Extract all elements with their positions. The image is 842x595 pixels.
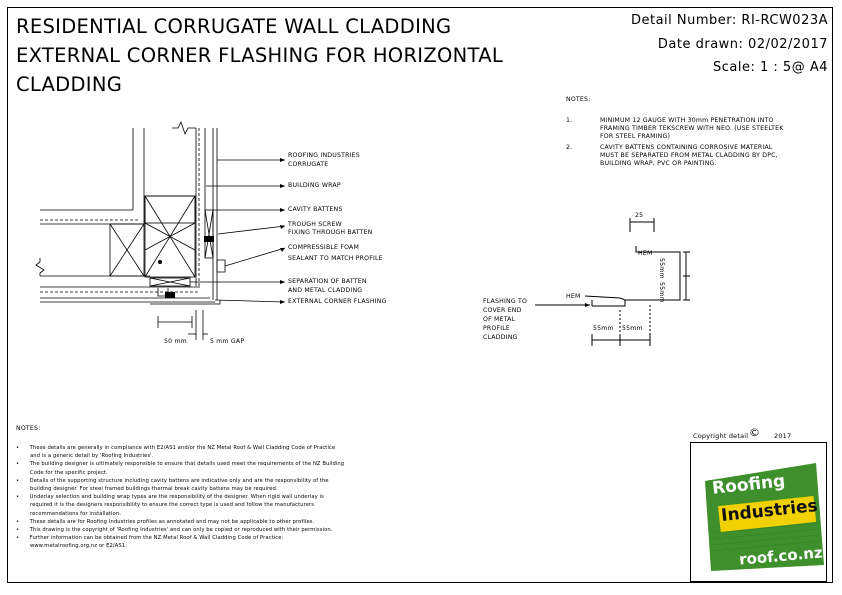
- dim-55-vertical-1: 55mm: [658, 258, 665, 279]
- note-bullet-3a: • Details of the supporting structure in…: [16, 477, 329, 484]
- note-bullet-4a: • Underlay selection and building wrap t…: [16, 494, 324, 501]
- notes-bottom-heading: NOTES:: [16, 425, 41, 432]
- scale: Scale: 1 : 5@ A4: [713, 60, 828, 75]
- callout-metal-cladding: AND METAL CLADDING: [288, 287, 363, 294]
- roofing-industries-logo: [705, 463, 824, 571]
- note-1-number: 1.: [566, 117, 573, 124]
- note-bullet-7a: • Further information can be obtained fr…: [16, 535, 284, 542]
- flashing-note-3: OF METAL: [483, 316, 516, 323]
- note-2-line-1: CAVITY BATTENS CONTAINING CORROSIVE MATE…: [600, 144, 773, 151]
- note-bullet-2b: Code for the specific project.: [30, 469, 108, 476]
- flashing-note-1: FLASHING TO: [483, 298, 528, 305]
- logo-box: Roofing Industries roof.co.nz: [690, 442, 827, 582]
- detail-number: Detail Number: RI-RCW023A: [630, 13, 828, 28]
- callout-external-corner-flashing: EXTERNAL CORNER FLASHING: [288, 298, 387, 305]
- title-line-1: RESIDENTIAL CORRUGATE WALL CLADDING: [16, 15, 452, 38]
- note-bullet-6: • This drawing is the copyright of 'Roof…: [16, 527, 333, 534]
- note-1-line-1: MINIMUM 12 GAUGE WITH 30mm PENETRATION I…: [600, 117, 774, 124]
- dim-25: 25: [635, 212, 644, 219]
- note-1-line-2: FRAMING TIMBER TEKSCREW WITH NEO. (USE S…: [600, 125, 784, 132]
- drawing-frame: [7, 7, 833, 583]
- callout-cavity-battens: CAVITY BATTENS: [288, 206, 343, 213]
- callout-trough-screw: TROUGH SCREW: [288, 221, 342, 228]
- dim-55-horizontal-2: 55mm: [622, 325, 643, 332]
- dim-55-vertical-2: 55mm: [658, 282, 665, 303]
- note-bullet-5: • These details are for Roofing Industri…: [16, 518, 315, 525]
- copyright-text: Copyright detail: [693, 432, 749, 440]
- dim-55-horizontal-1: 55mm: [593, 325, 614, 332]
- title-line-2: EXTERNAL CORNER FLASHING FOR HORIZONTAL: [16, 44, 504, 67]
- note-2-line-2: MUST BE SEPARATED FROM METAL CLADDING BY…: [600, 152, 778, 159]
- copyright-symbol: ©: [749, 426, 761, 439]
- copyright-year: 2017: [774, 432, 792, 440]
- flashing-note-4: PROFILE: [483, 325, 511, 332]
- note-bullet-1a: • These details are generally in complia…: [16, 445, 336, 451]
- note-bullet-4c: recommendations for installation.: [30, 510, 121, 517]
- dim-gap: 5 mm GAP: [210, 338, 245, 345]
- callout-corrugate: CORRUGATE: [288, 161, 329, 168]
- note-bullet-3b: building designer. For steel framed buil…: [30, 486, 278, 493]
- callout-fixing-through-batten: FIXING THROUGH BATTEN: [288, 229, 373, 236]
- note-1-line-3: FOR STEEL FRAMING): [600, 133, 671, 140]
- label-hem-bottom: HEM: [566, 293, 581, 300]
- note-2-number: 2.: [566, 144, 573, 151]
- callout-roofing-industries: ROOFING INDUSTRIES: [288, 152, 360, 159]
- callout-separation: SEPARATION OF BATTEN: [288, 278, 367, 285]
- note-2-line-3: BUILDING WRAP, PVC OR PAINTING.: [600, 160, 717, 167]
- notes-bottom-list: • These details are generally in complia…: [16, 444, 344, 551]
- dim-50mm: 50 mm: [164, 338, 187, 345]
- label-hem-top: HEM: [638, 250, 653, 257]
- callout-building-wrap: BUILDING WRAP: [288, 182, 341, 189]
- callout-sealant: SEALANT TO MATCH PROFILE: [288, 255, 383, 262]
- callout-compressible-foam: COMPRESSIBLE FOAM: [288, 244, 360, 251]
- note-bullet-4b: required it is the designers responsibil…: [30, 502, 315, 509]
- flashing-note-2: COVER END: [483, 307, 522, 314]
- notes-top-heading: NOTES:: [566, 96, 591, 103]
- note-bullet-1b: and is a generic detail by 'Roofing Indu…: [30, 453, 154, 460]
- date-drawn: Date drawn: 02/02/2017: [657, 37, 828, 52]
- note-bullet-7b: www.metalroofing.org.nz or E2/AS1.: [30, 543, 127, 550]
- flashing-note-5: CLADDING: [483, 334, 518, 341]
- title-line-3: CLADDING: [16, 73, 123, 96]
- note-bullet-2a: • The building designer is ultimately re…: [16, 461, 345, 468]
